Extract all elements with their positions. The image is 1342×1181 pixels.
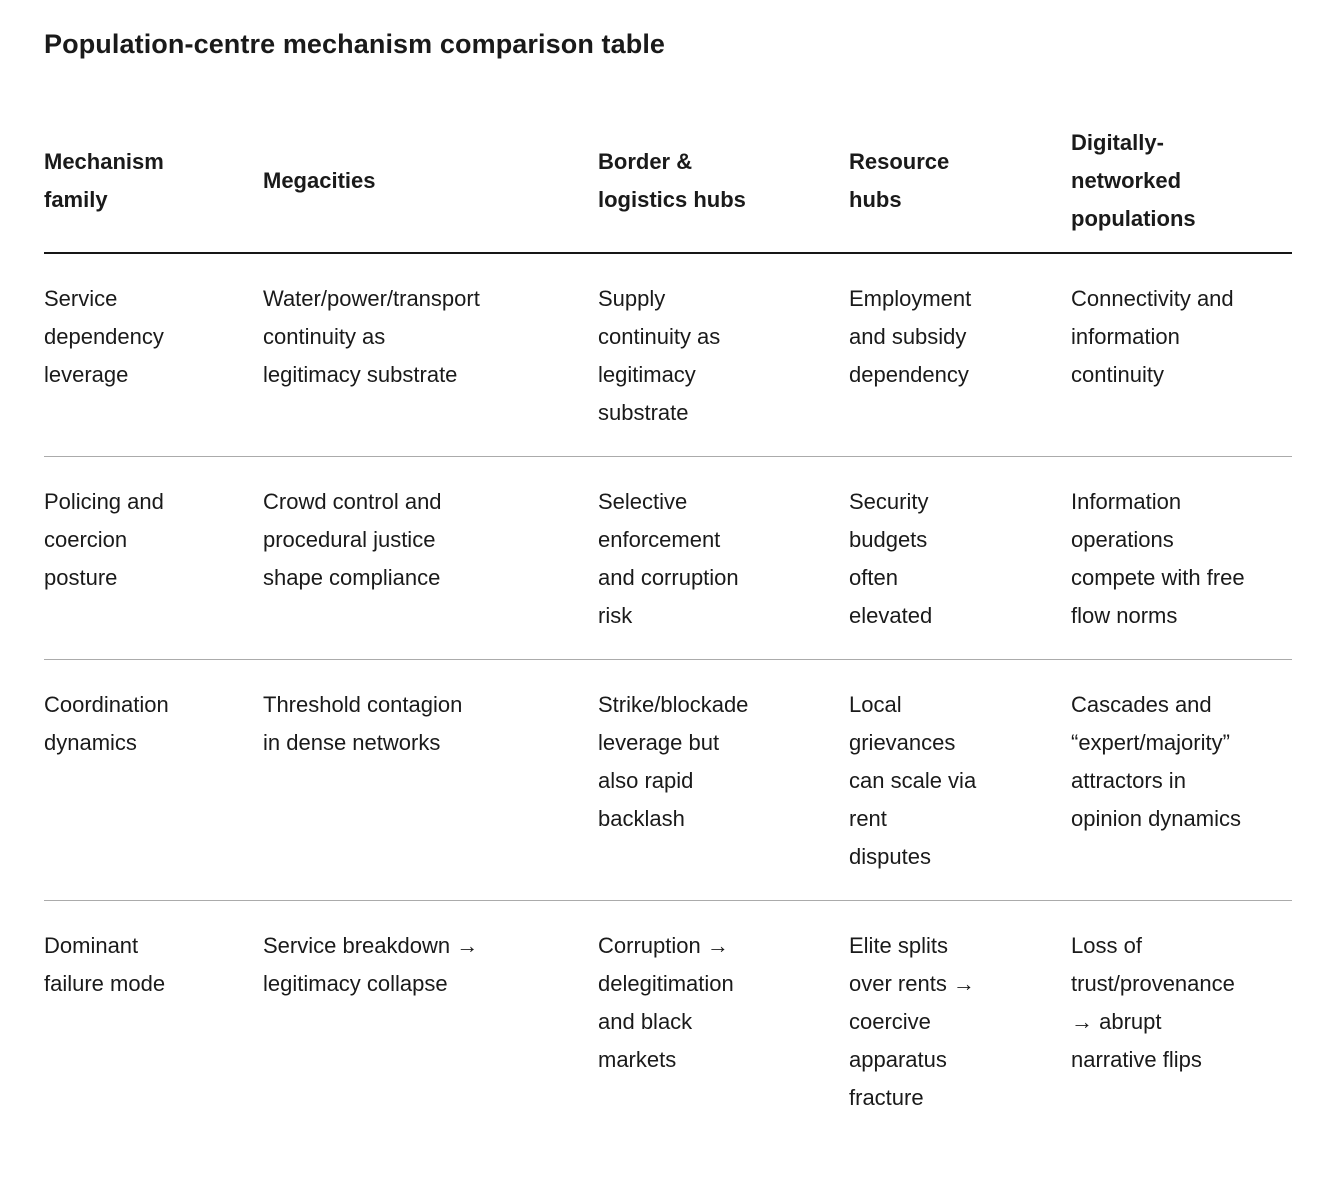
row-label: Dominant failure mode (44, 933, 166, 996)
cell-digitally-networked: Connectivity and information continuity (1071, 253, 1292, 457)
table-row-dominant-failure-mode: Dominant failure mode Service breakdown … (44, 901, 1292, 1142)
table-row-coordination-dynamics: Coordination dynamics Threshold contagio… (44, 659, 1292, 901)
cell-resource-hubs: Security budgets often elevated (849, 456, 1071, 660)
cell-digitally-networked: Cascades and “expert/majority” attractor… (1071, 659, 1292, 901)
col-header-digitally-networked-populations: Digitally- networked populations (1071, 110, 1292, 254)
col-header-resource-hubs: Resource hubs (849, 110, 1071, 254)
cell-border-logistics-hubs: Supply continuity as legitimacy substrat… (598, 253, 849, 457)
cell-megacities: Threshold contagion in dense networks (263, 659, 598, 901)
cell-megacities: Service breakdown → legitimacy collapse (263, 933, 479, 996)
col-header-mechanism-family: Mechanism family (44, 110, 263, 254)
cell-border-logistics-hubs: Strike/blockade leverage but also rapid … (598, 659, 849, 901)
col-header-border-logistics-hubs: Border & logistics hubs (598, 110, 849, 254)
table-row-service-dependency: Service dependency leverage Water/power/… (44, 253, 1292, 457)
row-label: Policing and coercion posture (44, 456, 263, 660)
cell-megacities: Water/power/transport continuity as legi… (263, 253, 598, 457)
cell-resource-hubs: Elite splits over rents → coercive appar… (849, 933, 975, 1110)
cell-border-logistics-hubs: Corruption → delegitimation and black ma… (598, 933, 734, 1072)
cell-megacities: Crowd control and procedural justice sha… (263, 456, 598, 660)
comparison-table: Mechanism family Megacities Border & log… (44, 110, 1292, 1141)
header-row: Mechanism family Megacities Border & log… (44, 110, 1292, 254)
cell-digitally-networked: Information operations compete with free… (1071, 456, 1292, 660)
table-row-policing-coercion: Policing and coercion posture Crowd cont… (44, 456, 1292, 660)
cell-resource-hubs: Local grievances can scale via rent disp… (849, 659, 1071, 901)
row-label: Service dependency leverage (44, 253, 263, 457)
cell-resource-hubs: Employment and subsidy dependency (849, 253, 1071, 457)
cell-digitally-networked: Loss of trust/provenance → abrupt narrat… (1071, 933, 1235, 1072)
cell-border-logistics-hubs: Selective enforcement and corruption ris… (598, 456, 849, 660)
col-header-megacities: Megacities (263, 110, 598, 254)
row-label: Coordination dynamics (44, 659, 263, 901)
page-title: Population-centre mechanism comparison t… (44, 29, 666, 59)
